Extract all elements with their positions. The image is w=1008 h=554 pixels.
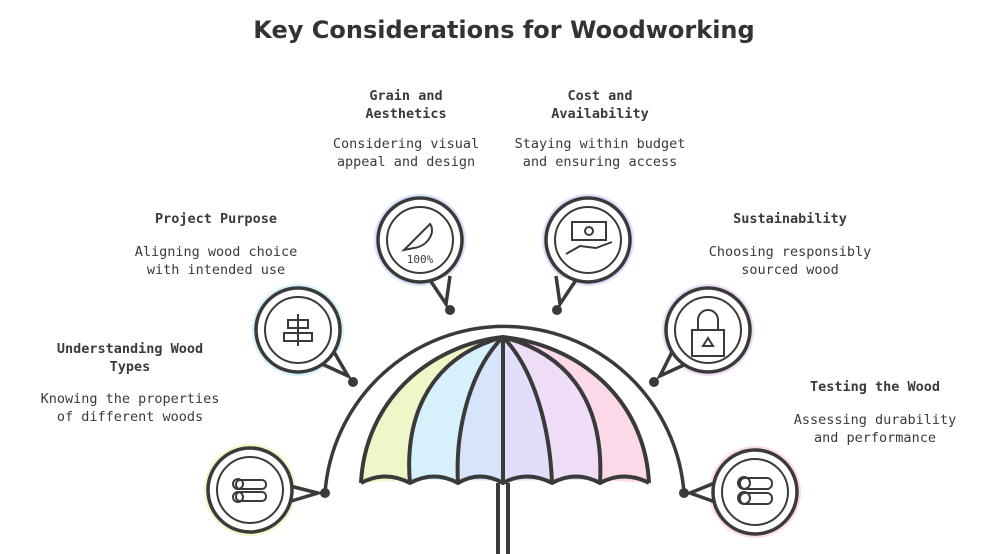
heading-grain: Grain and Aesthetics (365, 88, 447, 122)
arc-dots (320, 305, 689, 498)
recycle-lock-icon (691, 309, 725, 357)
bubble-project (252, 284, 353, 380)
umbrella-canopy (359, 335, 651, 554)
feather-100-icon (400, 222, 433, 252)
heading-testing: Testing the Wood (809, 379, 941, 395)
icon-text-100: 100% (407, 253, 434, 266)
heading-project: Project Purpose (155, 211, 277, 227)
heading-understanding: Understanding Wood Types (56, 341, 204, 375)
bubble-cost (542, 194, 634, 309)
diagram-title: Key Considerations for Woodworking (253, 16, 755, 44)
heading-sustainability: Sustainability (733, 211, 847, 227)
desc-cost: Staying within budget and ensuring acces… (514, 136, 686, 170)
bubble-grain (374, 194, 466, 309)
money-hand-icon (565, 221, 613, 255)
logs-icon (737, 476, 773, 505)
outer-arc (323, 324, 686, 494)
align-icon (283, 314, 313, 346)
desc-understanding: Knowing the properties of different wood… (40, 391, 220, 425)
desc-sustainability: Choosing responsibly sourced wood (708, 244, 872, 278)
heading-cost: Cost and Availability (551, 88, 649, 122)
logs-icon (232, 478, 267, 503)
desc-project: Aligning wood choice with intended use (134, 244, 298, 278)
desc-grain: Considering visual appeal and design (332, 136, 480, 170)
desc-testing: Assessing durability and performance (793, 412, 957, 446)
